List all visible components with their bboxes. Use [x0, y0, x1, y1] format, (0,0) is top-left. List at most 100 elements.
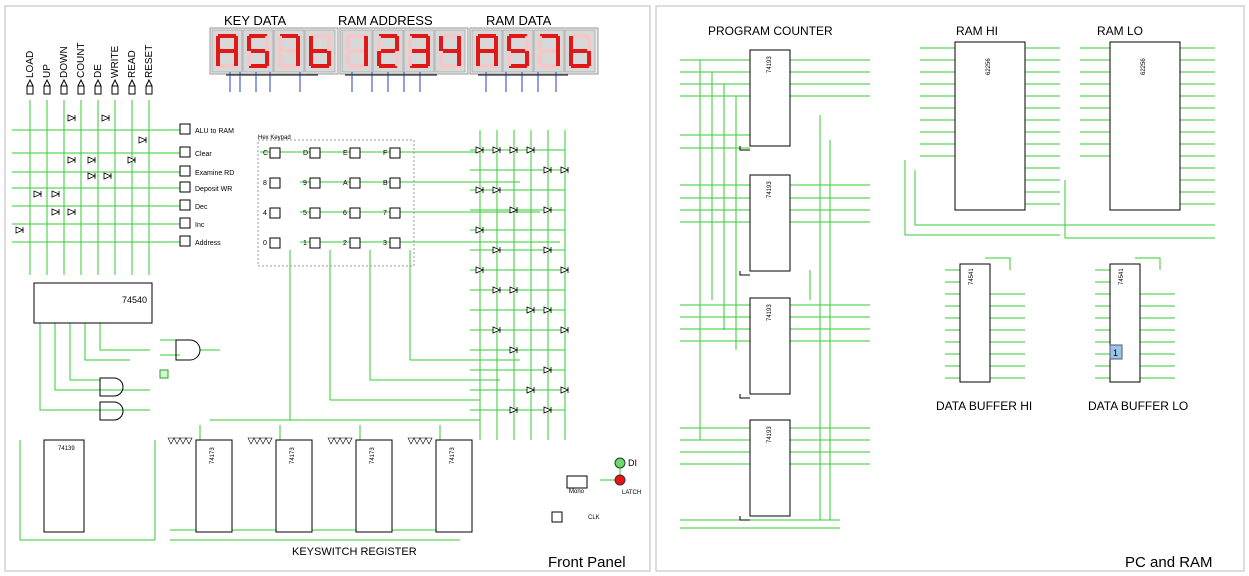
- diode-symbol: [101, 114, 111, 122]
- diode-symbol: [492, 286, 502, 294]
- switch-label: DOWN: [59, 46, 70, 78]
- input-pin-arrow: [407, 437, 415, 445]
- segment-c: [457, 51, 461, 66]
- diode-symbol: [87, 172, 97, 180]
- switch-pin[interactable]: [111, 85, 119, 95]
- encoder-chip-label: 74540: [122, 295, 147, 305]
- mono-label: Mono: [569, 489, 585, 495]
- register-chip: 74173: [407, 437, 473, 533]
- logic-gates: [99, 339, 201, 421]
- push-button[interactable]: [179, 165, 191, 177]
- segment-d: [571, 64, 589, 68]
- segment-f: [538, 36, 542, 51]
- key-data-title: KEY DATA: [224, 13, 286, 28]
- keypad-key[interactable]: [309, 207, 321, 219]
- register-chip: 74173: [327, 437, 393, 533]
- keypad-key[interactable]: [349, 237, 361, 249]
- arrow-up-icon: [60, 78, 68, 87]
- segment-a: [478, 34, 496, 38]
- buffer-hi-chip: 74541: [959, 263, 991, 383]
- seven-seg-digit: A: [471, 29, 503, 73]
- digit-value: 2: [385, 79, 386, 81]
- keypad-key[interactable]: [269, 207, 281, 219]
- diode-symbol: [15, 226, 25, 234]
- keypad-key[interactable]: [349, 207, 361, 219]
- buffer-hi-chip-label: 74541: [969, 268, 975, 285]
- ram-lo-chip: 62256: [1109, 41, 1181, 211]
- button-label: Inc: [195, 222, 205, 229]
- diode-symbol: [492, 186, 502, 194]
- diode-matrix: [15, 114, 570, 414]
- seven-seg-digit: 4: [434, 29, 466, 73]
- keypad-key[interactable]: [309, 147, 321, 159]
- segment-f: [377, 36, 381, 51]
- segment-f: [408, 36, 412, 51]
- keypad-key[interactable]: [389, 237, 401, 249]
- keypad-key[interactable]: [349, 147, 361, 159]
- switch-pin[interactable]: [43, 85, 51, 95]
- switch-label: RESET: [144, 45, 155, 78]
- segment-e: [309, 51, 313, 66]
- segment-a: [379, 34, 397, 38]
- segment-b: [457, 36, 461, 51]
- input-pin-arrow: [259, 437, 267, 445]
- input-pin-arrow: [425, 437, 433, 445]
- keypad-key[interactable]: [269, 177, 281, 189]
- keypad-key[interactable]: [389, 177, 401, 189]
- arrow-up-icon: [145, 78, 153, 87]
- arrow-up-icon: [128, 78, 136, 87]
- diode-symbol: [33, 190, 43, 198]
- input-pin-arrow: [265, 437, 273, 445]
- segment-d: [509, 64, 527, 68]
- segment-g: [311, 49, 329, 53]
- diode-symbol: [543, 206, 553, 214]
- arrow-up-icon: [111, 78, 119, 87]
- diode-symbol: [543, 306, 553, 314]
- digit-value: A: [224, 78, 225, 81]
- counter-chip-label: 74193: [767, 181, 773, 198]
- digit-value: b: [577, 79, 578, 81]
- push-button[interactable]: [179, 235, 191, 247]
- counter-chip-body: [749, 297, 791, 395]
- counter-chip: 74193: [739, 49, 791, 151]
- keypad-key[interactable]: [389, 147, 401, 159]
- keypad-key[interactable]: [309, 237, 321, 249]
- counter-chip: 74193: [739, 419, 791, 521]
- diode-symbol: [543, 166, 553, 174]
- counter-chip-body: [749, 419, 791, 517]
- switch-pin[interactable]: [77, 85, 85, 95]
- segment-d: [218, 64, 236, 68]
- segment-a: [441, 34, 459, 38]
- keypad-key[interactable]: [389, 207, 401, 219]
- segment-a: [410, 34, 428, 38]
- segment-c: [556, 51, 560, 66]
- push-button[interactable]: [179, 217, 191, 229]
- segment-f: [278, 36, 282, 51]
- switch-label: COUNT: [76, 42, 87, 78]
- segment-d: [540, 64, 558, 68]
- button-label: Address: [195, 240, 221, 247]
- keypad-key[interactable]: [349, 177, 361, 189]
- switch-pin[interactable]: [145, 85, 153, 95]
- seven-seg-digit: 3: [403, 29, 435, 73]
- di-label: DI: [628, 458, 637, 468]
- segment-g: [509, 49, 527, 53]
- keypad-key-label: B: [383, 180, 388, 187]
- segment-g: [348, 49, 366, 53]
- switch-pin[interactable]: [128, 85, 136, 95]
- input-pin-arrow: [173, 437, 181, 445]
- diode-symbol: [475, 266, 485, 274]
- switch-pin[interactable]: [60, 85, 68, 95]
- segment-f: [216, 36, 220, 51]
- push-button[interactable]: [179, 181, 191, 193]
- push-button[interactable]: [179, 123, 191, 135]
- push-button[interactable]: [179, 146, 191, 158]
- keypad-key[interactable]: [269, 237, 281, 249]
- digit-value: 7: [286, 79, 287, 81]
- ground-wire: [739, 146, 750, 151]
- switch-pin[interactable]: [94, 85, 102, 95]
- switch-pin[interactable]: [26, 85, 34, 95]
- keypad-key[interactable]: [269, 147, 281, 159]
- keypad-key[interactable]: [309, 177, 321, 189]
- push-button[interactable]: [179, 199, 191, 211]
